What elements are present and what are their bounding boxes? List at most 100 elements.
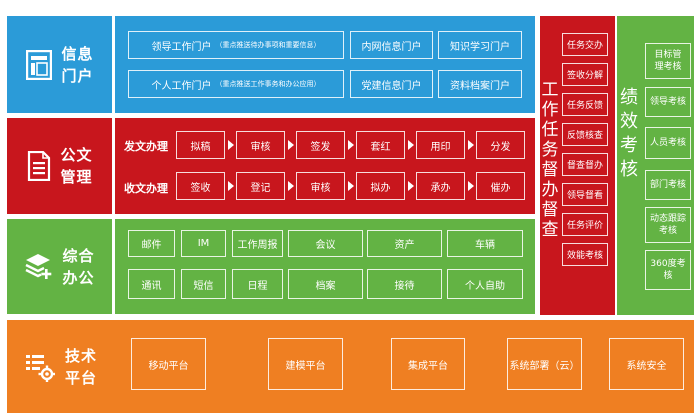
task-item-box[interactable]: 反馈核查 xyxy=(562,123,608,146)
office-mail-label: 邮件 xyxy=(141,240,162,251)
party-portal-label: 党建信息门户 xyxy=(361,80,422,92)
task-item-box[interactable]: 督查督办 xyxy=(562,153,608,176)
tech-integration-label: 集成平台 xyxy=(408,360,448,372)
office-selfservice-box[interactable]: 个人自助 xyxy=(447,269,523,299)
send-doc-step-box[interactable]: 套红 xyxy=(356,131,405,159)
office-archive-box[interactable]: 档案 xyxy=(288,269,363,299)
office-assets-label: 资产 xyxy=(394,240,415,251)
office-im-box[interactable]: IM xyxy=(181,230,226,257)
layers-plus-icon xyxy=(24,252,53,282)
send-doc-step-box[interactable]: 拟稿 xyxy=(176,131,225,159)
send-doc-step-label: 分发 xyxy=(490,141,511,153)
leader-portal-box[interactable]: 领导工作门户（重点推送待办事项和重要信息） xyxy=(128,31,344,59)
send-doc-step-box[interactable]: 用印 xyxy=(416,131,465,159)
settings-gear-icon xyxy=(25,352,55,382)
office-reception-box[interactable]: 接待 xyxy=(367,269,442,299)
perf-item-label: 动态跟踪 xyxy=(649,214,686,224)
send-doc-step-box[interactable]: 签发 xyxy=(296,131,345,159)
recv-doc-step-label: 催办 xyxy=(490,182,511,194)
intranet-portal-label: 内网信息门户 xyxy=(361,41,422,53)
leader-portal-note: （重点推送待办事项和重要信息） xyxy=(215,41,321,49)
perf-item-box[interactable]: 领导考核 xyxy=(645,87,691,117)
perf-item-box[interactable]: 部门考核 xyxy=(645,170,691,200)
office-assets-box[interactable]: 资产 xyxy=(367,230,442,257)
recv-doc-step-box[interactable]: 审核 xyxy=(296,172,345,200)
tech-modeling-box[interactable]: 建模平台 xyxy=(268,338,343,390)
perf-item-label: 核 xyxy=(663,271,673,281)
tech-platform-panel xyxy=(115,320,694,413)
recv-doc-flow-arrow xyxy=(228,181,234,191)
info-portal-panel xyxy=(115,16,535,113)
office-im-label: IM xyxy=(197,238,210,249)
tech-deploy-box[interactable]: 系统部署（云） xyxy=(507,338,582,390)
knowledge-portal-label: 知识学习门户 xyxy=(450,41,510,53)
office-weekly-box[interactable]: 工作周报 xyxy=(232,230,283,257)
tech-modeling-label: 建模平台 xyxy=(285,360,326,372)
tech-integration-box[interactable]: 集成平台 xyxy=(391,338,465,390)
tech-platform-label: 技术平台 xyxy=(65,346,98,387)
archive-portal-label: 资料档案门户 xyxy=(450,80,510,92)
tech-mobile-label: 移动平台 xyxy=(148,360,189,372)
send-doc-step-label: 套红 xyxy=(370,141,391,153)
perf-item-box[interactable]: 动态跟踪考核 xyxy=(645,207,691,243)
info-portal-label-block: 信息门户 xyxy=(7,16,112,113)
office-contacts-box[interactable]: 通讯 xyxy=(128,269,175,299)
perf-item-label: 部门考核 xyxy=(649,180,686,190)
office-vehicle-box[interactable]: 车辆 xyxy=(447,230,523,257)
perf-item-label: 考核 xyxy=(658,226,677,236)
recv-doc-step-label: 审核 xyxy=(310,182,331,194)
office-mail-box[interactable]: 邮件 xyxy=(128,230,175,257)
office-sms-label: 短信 xyxy=(193,280,214,292)
task-supervision-title: 工作任务督办督查 xyxy=(541,80,559,240)
office-vehicle-label: 车辆 xyxy=(475,240,495,251)
task-item-box[interactable]: 签收分解 xyxy=(562,63,608,86)
recv-doc-step-box[interactable]: 承办 xyxy=(416,172,465,200)
task-item-box[interactable]: 领导督看 xyxy=(562,183,608,206)
perf-item-box[interactable]: 人员考核 xyxy=(645,127,691,159)
leader-portal-label: 领导工作门户 xyxy=(151,41,212,53)
performance-title: 绩效考核 xyxy=(620,87,638,180)
send-doc-step-box[interactable]: 审核 xyxy=(236,131,285,159)
info-portal-label: 信息门户 xyxy=(61,44,94,85)
send-doc-step-box[interactable]: 分发 xyxy=(476,131,525,159)
send-doc-flow-arrow xyxy=(348,140,354,150)
send-doc-flow-arrow xyxy=(288,140,294,150)
party-portal-box[interactable]: 党建信息门户 xyxy=(350,70,433,98)
document-icon xyxy=(27,151,51,181)
recv-doc-flow-arrow xyxy=(348,181,354,191)
perf-item-label: 理考核 xyxy=(654,62,682,72)
send-doc-step-label: 审核 xyxy=(250,141,271,153)
send-doc-flow-arrow xyxy=(228,140,234,150)
task-item-box[interactable]: 任务反馈 xyxy=(562,93,608,116)
perf-item-label: 360度考 xyxy=(650,259,686,269)
tech-mobile-box[interactable]: 移动平台 xyxy=(131,338,206,390)
recv-doc-step-box[interactable]: 登记 xyxy=(236,172,285,200)
send-doc-flow-arrow xyxy=(408,140,414,150)
office-schedule-box[interactable]: 日程 xyxy=(232,269,283,299)
personal-portal-box[interactable]: 个人工作门户（重点推送工作事务和办公应用） xyxy=(128,70,344,98)
task-item-label: 任务反馈 xyxy=(566,101,603,111)
perf-item-box[interactable]: 目标管理考核 xyxy=(645,43,691,79)
office-sms-box[interactable]: 短信 xyxy=(181,269,226,299)
office-archive-label: 档案 xyxy=(315,280,336,292)
task-item-box[interactable]: 任务评价 xyxy=(562,213,608,236)
perf-item-box[interactable]: 360度考核 xyxy=(645,250,691,290)
document-mgmt-label-block: 公文管理 xyxy=(7,118,112,214)
recv-doc-step-box[interactable]: 签收 xyxy=(176,172,225,200)
tech-security-box[interactable]: 系统安全 xyxy=(609,338,684,390)
office-reception-label: 接待 xyxy=(394,280,415,292)
office-contacts-label: 通讯 xyxy=(141,280,162,292)
send-doc-step-label: 签发 xyxy=(310,141,331,153)
recv-doc-step-box[interactable]: 催办 xyxy=(476,172,525,200)
archive-portal-box[interactable]: 资料档案门户 xyxy=(438,70,522,98)
perf-item-label: 领导考核 xyxy=(649,97,686,107)
recv-doc-step-label: 签收 xyxy=(190,182,211,194)
task-item-box[interactable]: 任务交办 xyxy=(562,33,608,56)
personal-portal-label: 个人工作门户 xyxy=(151,80,212,92)
performance-panel xyxy=(617,16,694,315)
recv-doc-step-box[interactable]: 拟办 xyxy=(356,172,405,200)
office-meeting-box[interactable]: 会议 xyxy=(288,230,363,257)
task-item-box[interactable]: 效能考核 xyxy=(562,243,608,266)
intranet-portal-box[interactable]: 内网信息门户 xyxy=(350,31,433,59)
knowledge-portal-box[interactable]: 知识学习门户 xyxy=(438,31,522,59)
